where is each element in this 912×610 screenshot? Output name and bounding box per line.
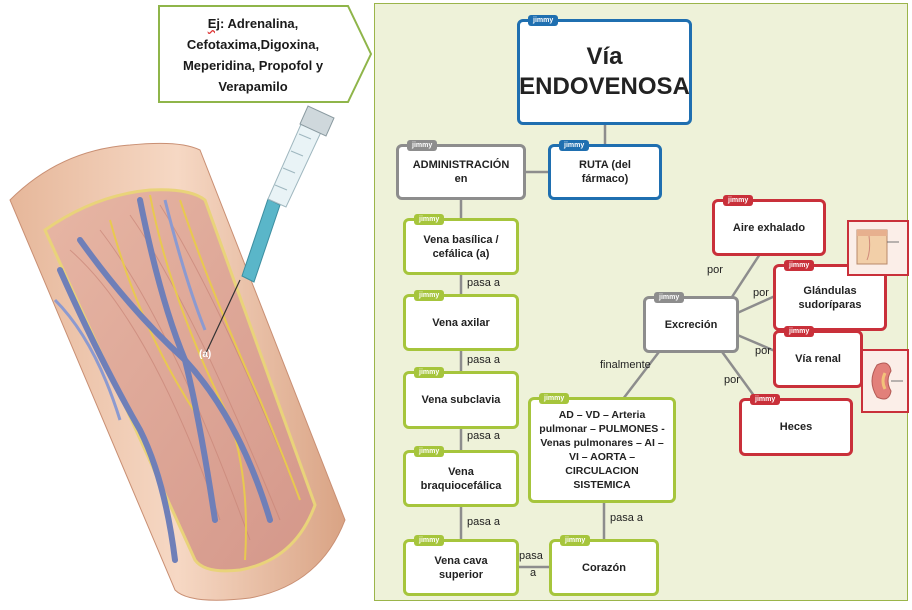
aire-label: Aire exhalado	[732, 221, 806, 234]
connector-lines	[459, 124, 776, 569]
concept-map-panel: jimmy Vía ENDOVENOSA jimmy RUTA (del fár…	[374, 3, 909, 601]
arm-drawing	[9, 105, 346, 601]
node-tag: jimmy	[539, 393, 570, 404]
skin-layers-icon	[856, 229, 899, 265]
puncture-marker-label: (a)	[199, 349, 212, 360]
connector-a: a	[530, 567, 537, 579]
node-tag: jimmy	[414, 535, 445, 546]
basilica-node[interactable]: jimmy Vena basílica / cefálica (a)	[403, 214, 519, 275]
examples-line-3: Meperidina, Propofol y	[182, 58, 324, 73]
title-node[interactable]: jimmy Vía ENDOVENOSA	[517, 15, 692, 125]
examples-callout: Ej: Adrenalina, Cefotaxima,Digoxina, Mep…	[158, 5, 373, 103]
title-line-1: Vía	[586, 43, 623, 70]
sweat-gland-thumbnail	[847, 220, 909, 276]
connector-pasa-a-1: pasa a	[467, 277, 501, 289]
braquiocefalica-label: Vena braquiocefálica	[420, 465, 502, 492]
examples-line-1: Ej: Adrenalina,	[207, 16, 299, 31]
excrecion-label: Excreción	[664, 318, 718, 331]
excrecion-node[interactable]: jimmy Excreción	[643, 292, 739, 353]
node-tag: jimmy	[560, 535, 591, 546]
node-tag: jimmy	[414, 290, 445, 301]
connector-finalmente: finalmente	[600, 359, 651, 371]
connector-pasa-a-4: pasa a	[467, 516, 501, 528]
node-tag: jimmy	[414, 446, 445, 457]
node-tag: jimmy	[784, 260, 815, 271]
administracion-node[interactable]: jimmy ADMINISTRACIÓN en	[396, 140, 526, 200]
basilica-label: Vena basílica / cefálica (a)	[423, 233, 499, 260]
ruta-node[interactable]: jimmy RUTA (del fármaco)	[548, 140, 662, 200]
aire-node[interactable]: jimmy Aire exhalado	[712, 195, 826, 256]
examples-line-2: Cefotaxima,Digoxina,	[186, 37, 320, 52]
renal-node[interactable]: jimmy Vía renal	[773, 326, 863, 388]
examples-line-4: Verapamilo	[218, 79, 288, 94]
glandulas-label: Glándulas sudoríparas	[798, 284, 862, 311]
ruta-label: RUTA (del fármaco)	[579, 159, 631, 185]
connector-pasa: pasa	[519, 550, 543, 562]
administracion-label: ADMINISTRACIÓN en	[412, 159, 510, 185]
callout-shape	[158, 5, 373, 103]
connector-por-2: por	[753, 287, 769, 299]
heces-label: Heces	[779, 421, 813, 433]
kidney-icon	[871, 362, 903, 400]
node-tag: jimmy	[414, 367, 445, 378]
renal-label: Vía renal	[795, 353, 841, 365]
circulacion-label: AD – VD – Arteria pulmonar – PULMONES - …	[539, 409, 665, 491]
axilar-label: Vena axilar	[432, 316, 490, 329]
connector-pasa-a-3: pasa a	[467, 430, 501, 442]
subclavia-label: Vena subclavia	[421, 394, 501, 406]
connector-pasa-a-5: pasa a	[610, 512, 644, 524]
syringe-icon	[204, 105, 335, 356]
node-tag: jimmy	[750, 394, 781, 405]
node-tag: jimmy	[528, 15, 559, 26]
kidney-thumbnail	[861, 349, 909, 413]
axilar-node[interactable]: jimmy Vena axilar	[403, 290, 519, 351]
circulacion-node[interactable]: jimmy AD – VD – Arteria pulmonar – PULMO…	[528, 393, 676, 503]
connector-por-1: por	[707, 264, 723, 276]
node-tag: jimmy	[654, 292, 685, 303]
braquiocefalica-node[interactable]: jimmy Vena braquiocefálica	[403, 446, 519, 507]
arm-veins-illustration: (a)	[0, 100, 370, 605]
heces-node[interactable]: jimmy Heces	[739, 394, 853, 456]
title-line-2: ENDOVENOSA	[519, 73, 690, 100]
corazon-node[interactable]: jimmy Corazón	[549, 535, 659, 596]
node-tag: jimmy	[723, 195, 754, 206]
node-tag: jimmy	[784, 326, 815, 337]
node-tag: jimmy	[407, 140, 438, 151]
cava-node[interactable]: jimmy Vena cava superior	[403, 535, 519, 596]
connector-por-4: por	[724, 374, 740, 386]
connector-pasa-a-2: pasa a	[467, 354, 501, 366]
cava-label: Vena cava superior	[434, 554, 488, 581]
glandulas-node[interactable]: jimmy Glándulas sudoríparas	[773, 260, 887, 331]
subclavia-node[interactable]: jimmy Vena subclavia	[403, 367, 519, 429]
connector-por-3: por	[755, 345, 771, 357]
node-tag: jimmy	[414, 214, 445, 225]
examples-text: Ej: Adrenalina, Cefotaxima,Digoxina, Mep…	[172, 13, 334, 97]
corazon-label: Corazón	[582, 561, 626, 574]
node-tag: jimmy	[559, 140, 590, 151]
